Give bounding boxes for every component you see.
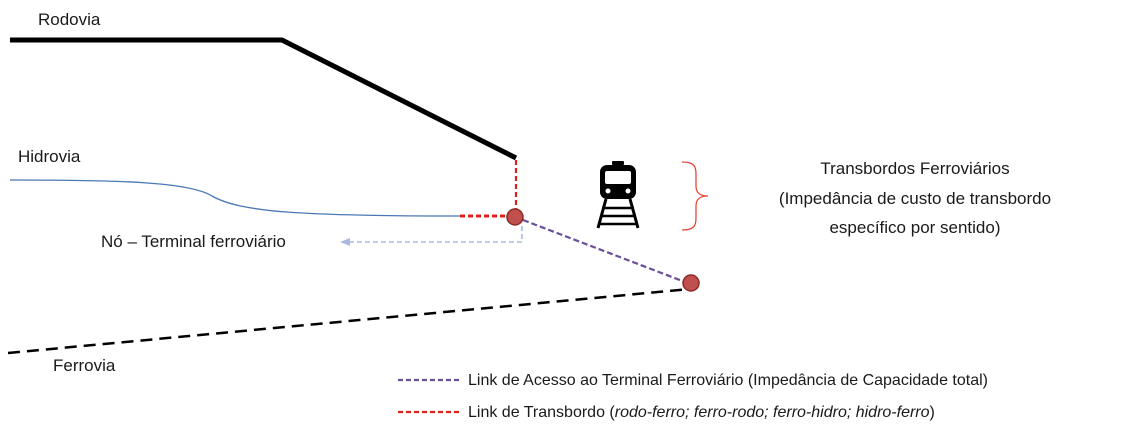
- legend-transfer-prefix: Link de Transbordo (: [468, 404, 615, 421]
- legend-transfer-suffix: ): [929, 404, 935, 421]
- access-link: [522, 218, 686, 284]
- waterway-line: [9, 179, 461, 217]
- node-pointer-arrow: [340, 226, 523, 246]
- legend-access-text: Link de Acesso ao Terminal Ferroviário (…: [468, 372, 988, 389]
- train-icon: [596, 161, 640, 229]
- legend-transfer-link: Link de Transbordo (rodo-ferro; ferro-ro…: [468, 404, 935, 422]
- road-line: [10, 37, 518, 161]
- transbordo-brace: [681, 161, 709, 231]
- road-label: Rodovia: [38, 10, 101, 29]
- transbordos-title: Transbordos Ferroviários: [820, 159, 1010, 178]
- legend-access-link: Link de Acesso ao Terminal Ferroviário (…: [468, 372, 988, 390]
- waterway-label: Hidrovia: [18, 147, 81, 166]
- terminal-node: [506, 208, 524, 226]
- transbordos-desc-2: específico por sentido): [829, 218, 1001, 237]
- rail-node: [682, 274, 700, 292]
- railway-label: Ferrovia: [53, 356, 116, 375]
- terminal-node-label: Nó – Terminal ferroviário: [101, 232, 286, 251]
- legend-transfer-italic: rodo-ferro; ferro-rodo; ferro-hidro; hid…: [614, 404, 930, 421]
- railway-line: [7, 287, 691, 355]
- transbordos-desc-1: (Impedância de custo de transbordo: [778, 189, 1052, 208]
